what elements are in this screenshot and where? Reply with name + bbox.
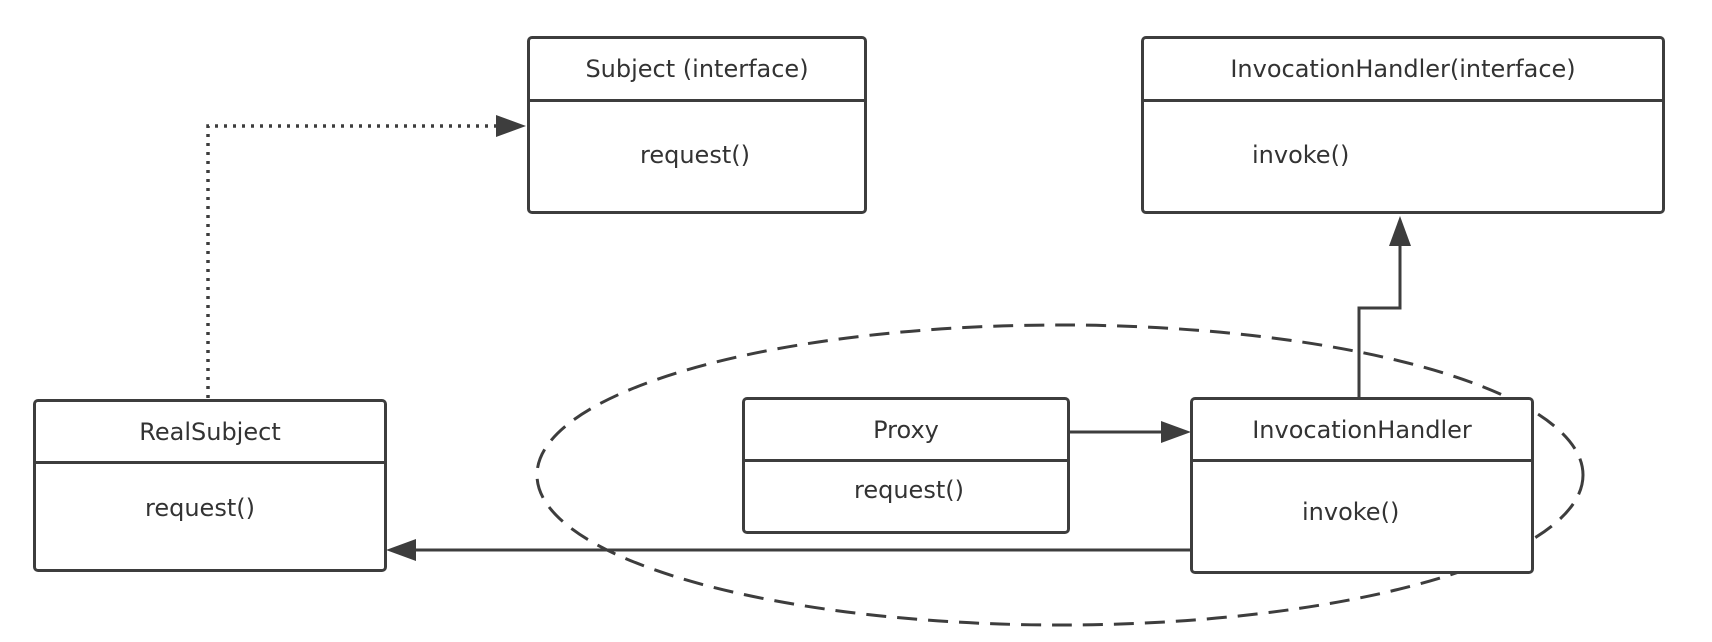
real-subject-methods: request() xyxy=(36,464,384,569)
proxy-request-method: request() xyxy=(854,476,964,504)
realsubject-to-subject-connector xyxy=(206,124,500,398)
handler-to-interface-connector xyxy=(1357,246,1402,398)
real-subject-box: RealSubject request() xyxy=(33,399,387,572)
proxy-methods: request() xyxy=(745,462,1067,531)
invocation-handler-title: InvocationHandler xyxy=(1193,400,1531,462)
proxy-group-ellipse xyxy=(535,323,1585,627)
real-subject-request-method: request() xyxy=(145,494,255,522)
realsubject-to-subject-arrowhead xyxy=(496,115,526,137)
handler-to-interface-arrowhead xyxy=(1389,216,1411,246)
subject-interface-methods: request() xyxy=(530,102,864,211)
invocation-handler-interface-title: InvocationHandler(interface) xyxy=(1144,39,1662,102)
subject-interface-box: Subject (interface) request() xyxy=(527,36,867,214)
subject-interface-title: Subject (interface) xyxy=(530,39,864,102)
proxy-title: Proxy xyxy=(745,400,1067,462)
invocation-handler-interface-invoke-method: invoke() xyxy=(1252,141,1350,169)
proxy-box: Proxy request() xyxy=(742,397,1070,534)
real-subject-title: RealSubject xyxy=(36,402,384,464)
invocation-handler-methods: invoke() xyxy=(1193,462,1531,571)
invocation-handler-invoke-method: invoke() xyxy=(1302,498,1400,526)
handler-to-realsubject-arrowhead xyxy=(386,539,416,561)
invocation-handler-box: InvocationHandler invoke() xyxy=(1190,397,1534,574)
invocation-handler-interface-box: InvocationHandler(interface) invoke() xyxy=(1141,36,1665,214)
subject-request-method: request() xyxy=(640,141,750,169)
invocation-handler-interface-methods: invoke() xyxy=(1144,102,1662,211)
proxy-to-handler-arrowhead xyxy=(1161,421,1191,443)
